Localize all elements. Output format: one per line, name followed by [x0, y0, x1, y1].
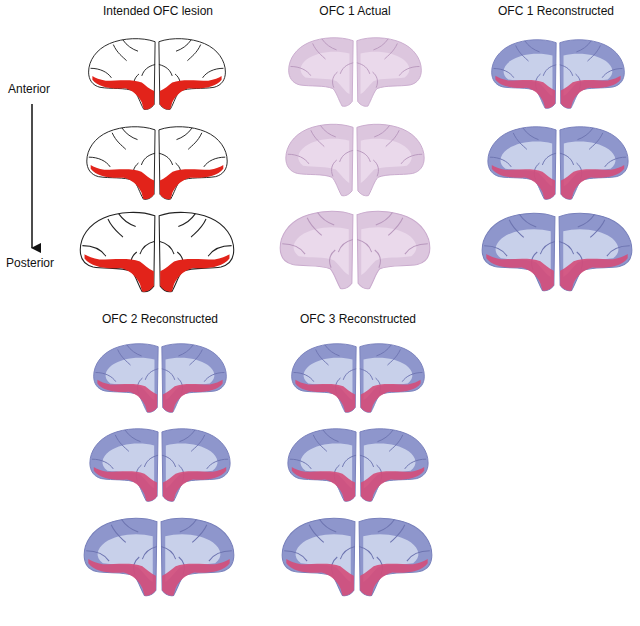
- column-title: Intended OFC lesion: [103, 4, 213, 18]
- column-title: OFC 2 Reconstructed: [102, 312, 218, 326]
- axis-label: Posterior: [6, 256, 54, 270]
- column-title: OFC 1 Reconstructed: [498, 4, 614, 18]
- column-title: OFC 3 Reconstructed: [300, 312, 416, 326]
- axis-label: Anterior: [8, 82, 50, 96]
- column-title: OFC 1 Actual: [319, 4, 390, 18]
